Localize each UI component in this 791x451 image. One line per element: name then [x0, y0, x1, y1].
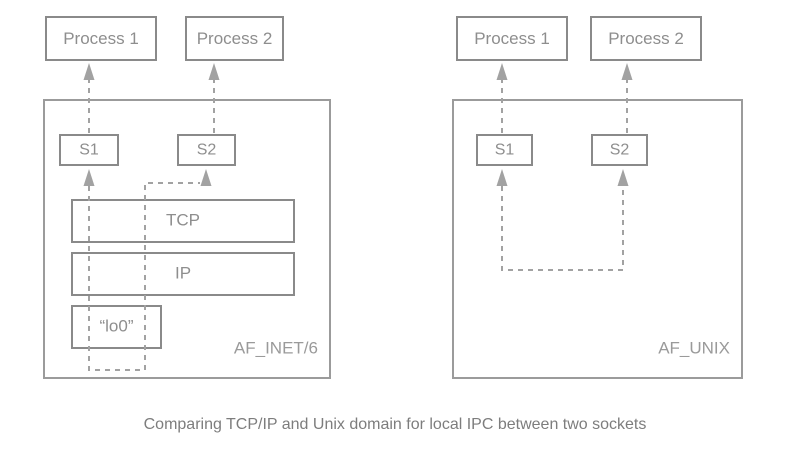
layer-box-ip-label: IP — [175, 263, 191, 282]
panel-tcpip: Process 1 Process 2 AF_INET/6 S1 S2 — [43, 16, 331, 379]
panel-unix-domain-label: AF_UNIX — [658, 338, 730, 357]
layer-box-tcp: TCP — [71, 199, 295, 243]
flow-arrow-s1-to-process1-unix — [496, 63, 508, 133]
flow-arrow-s1-to-process1-unix-head — [496, 63, 508, 80]
process-box-2-tcpip-rect — [185, 16, 284, 61]
diagram-caption: Comparing TCP/IP and Unix domain for loc… — [144, 416, 647, 433]
socket-box-s1-unix-rect — [476, 134, 533, 166]
socket-box-s2-tcpip: S2 — [177, 134, 236, 166]
socket-box-s1-tcpip: S1 — [59, 134, 119, 166]
socket-box-s2-tcpip-rect — [177, 134, 236, 166]
socket-box-s1-unix-label: S1 — [495, 142, 515, 159]
flow-loopback-path-unix — [496, 169, 629, 271]
socket-box-s2-tcpip-label: S2 — [197, 142, 217, 159]
process-box-1-tcpip-rect — [45, 16, 157, 61]
panel-unix: Process 1 Process 2 AF_UNIX S1 S2 — [452, 16, 743, 379]
layer-box-lo0: “lo0” — [71, 305, 162, 349]
flow-loopback-path-tcpip-head-s1 — [83, 169, 95, 186]
flow-loopback-path-unix-head-s2 — [617, 169, 629, 186]
process-box-1-unix: Process 1 — [456, 16, 568, 61]
socket-box-s2-unix: S2 — [591, 134, 648, 166]
process-box-1-tcpip: Process 1 — [45, 16, 157, 61]
socket-box-s2-unix-label: S2 — [610, 142, 630, 159]
socket-box-s1-tcpip-label: S1 — [79, 142, 99, 159]
flow-loopback-path-tcpip — [83, 169, 212, 371]
socket-box-s2-unix-rect — [591, 134, 648, 166]
flow-arrow-s1-to-process1-tcpip-head — [83, 63, 95, 80]
flow-loopback-path-tcpip-head-s2 — [200, 169, 212, 186]
flow-loopback-path-unix-head-s1 — [496, 169, 508, 186]
panel-tcpip-domain-label: AF_INET/6 — [234, 338, 318, 357]
layer-box-ip-rect — [71, 252, 295, 296]
layer-box-tcp-rect — [71, 199, 295, 243]
flow-arrow-s2-to-process2-tcpip-head — [208, 63, 220, 80]
flow-arrow-s2-to-process2-tcpip — [208, 63, 220, 133]
layer-box-tcp-label: TCP — [166, 210, 200, 229]
socket-box-s1-tcpip-rect — [59, 134, 119, 166]
layer-box-ip: IP — [71, 252, 295, 296]
process-box-2-tcpip: Process 2 — [185, 16, 284, 61]
process-box-2-unix-rect — [590, 16, 702, 61]
process-box-1-tcpip-label: Process 1 — [63, 29, 139, 48]
socket-box-s1-unix: S1 — [476, 134, 533, 166]
layer-box-lo0-label: “lo0” — [99, 316, 133, 335]
layer-box-lo0-rect — [71, 305, 162, 349]
flow-loopback-path-tcpip-line — [88, 182, 200, 371]
process-box-1-unix-label: Process 1 — [474, 29, 550, 48]
flow-arrow-s2-to-process2-unix — [621, 63, 633, 133]
process-box-2-unix: Process 2 — [590, 16, 702, 61]
flow-loopback-path-unix-line — [501, 186, 624, 271]
flow-arrow-s2-to-process2-unix-head — [621, 63, 633, 80]
process-box-2-tcpip-label: Process 2 — [197, 29, 273, 48]
process-box-2-unix-label: Process 2 — [608, 29, 684, 48]
process-box-1-unix-rect — [456, 16, 568, 61]
flow-arrow-s1-to-process1-tcpip — [83, 63, 95, 133]
